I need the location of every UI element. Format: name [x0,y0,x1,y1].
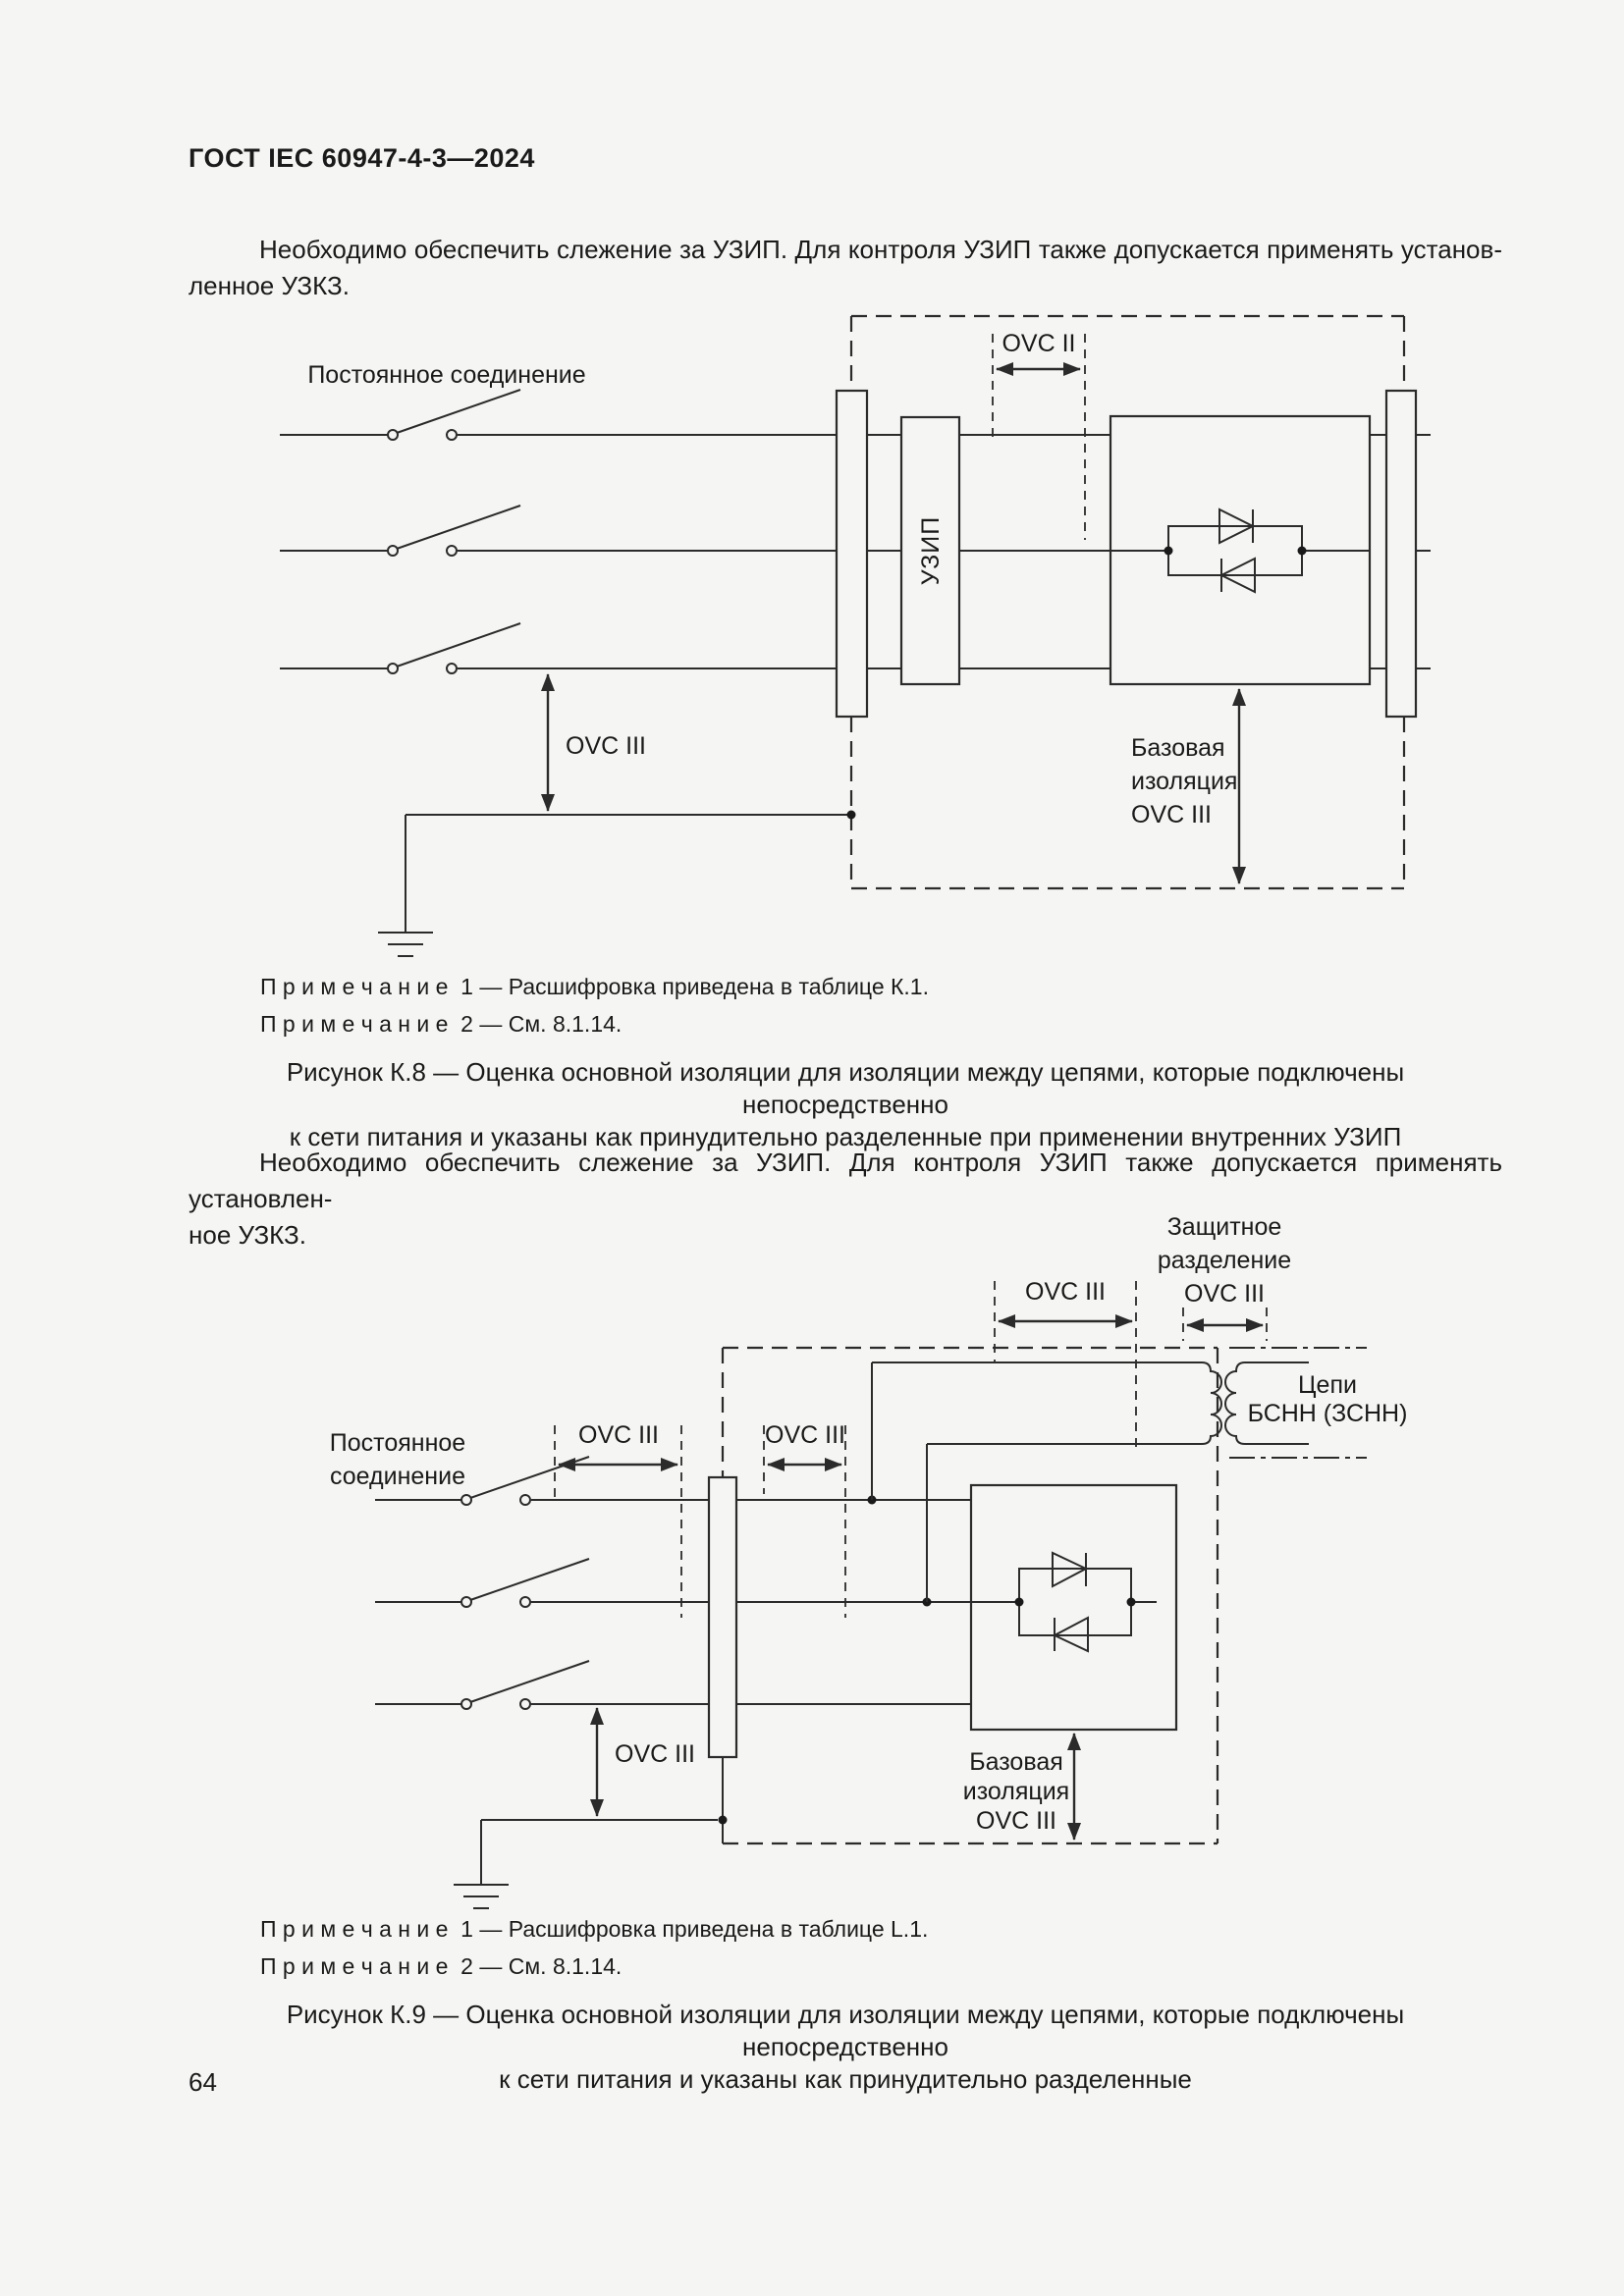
phase-line-1 [375,1456,971,1506]
basic-insulation-label: Базовая [969,1748,1063,1776]
terminal-block-right [1384,389,1418,719]
switch-contact-icon [460,1698,472,1710]
selv-label-line: Цепи [1298,1371,1357,1399]
selv-label-line: БСНН (ЗСНН) [1248,1400,1408,1427]
paragraph-line: Необходимо обеспечить слежение за УЗИП. … [259,235,1502,264]
basic-insulation-dimension: Базовая изоляция OVC III [1131,688,1246,884]
paragraph-line: ное УЗКЗ. [189,1220,306,1250]
switch-contact-icon [446,663,458,674]
equipment-enclosure-outline [849,314,1406,890]
switch-contact-icon [387,545,399,557]
uzip-box: УЗИП [899,415,961,686]
earth-ground-icon [378,932,433,957]
thyristor-pair-symbol [1164,507,1307,594]
phase-line-1 [280,389,1431,441]
figure-k8-note-2: П р и м е ч а н и е 2 — См. 8.1.14. [260,1011,623,1037]
switch-contact-icon [519,1698,531,1710]
phase-line-2 [375,1558,971,1608]
caption-line: Рисунок К.8 — Оценка основной изоляции д… [286,1057,1405,1119]
basic-insulation-label: OVC III [1131,801,1212,828]
caption-line: Рисунок К.9 — Оценка основной изоляции д… [286,2000,1405,2061]
permanent-connection-label: Постоянное соединение [330,1429,465,1490]
figure-k8-caption: Рисунок К.8 — Оценка основной изоляции д… [189,1056,1502,1153]
switch-contact-icon [460,1494,472,1506]
page-header: ГОСТ IEC 60947-4-3—2024 [189,143,535,173]
basic-insulation-label: изоляция [1131,768,1237,795]
ovc3-dimension: OVC III [541,673,646,812]
figure-k9-note-1: П р и м е ч а н и е 1 — Расшифровка прив… [260,1916,929,1942]
basic-insulation-label: Базовая [1131,734,1225,762]
phase-line-3 [375,1660,971,1710]
ovc3-label: OVC III [615,1740,695,1768]
paragraph-1: Необходимо обеспечить слежение за УЗИП. … [189,232,1502,304]
basic-insulation-label: изоляция [963,1778,1069,1805]
transformer-symbol [871,1347,1367,1602]
ovc3-label: OVC III [566,732,646,760]
figure-k9-caption: Рисунок К.9 — Оценка основной изоляции д… [189,1999,1502,2096]
permanent-connection-line: соединение [330,1463,465,1490]
paragraph-2: Необходимо обеспечить слежение за УЗИП. … [189,1145,1502,1254]
switch-contact-icon [460,1596,472,1608]
transformer-primary-winding-icon [1201,1362,1222,1445]
figure-k9-diagram: Цепи БСНН (ЗСНН) OVC III [330,1213,1408,1909]
caption-line: к сети питания и указаны как принудитель… [499,2064,1192,2094]
caption-line: к сети питания и указаны как принудитель… [289,1122,1402,1151]
phase-line-3 [280,622,1431,674]
uzip-label: УЗИП [917,516,945,585]
basic-insulation-label: OVC III [976,1807,1056,1835]
thyristor-block [1109,414,1372,686]
phase-lines [280,389,1431,674]
terminal-block-left [835,389,869,719]
ovc2-label: OVC II [1001,330,1075,357]
ovc3-label: OVC III [1025,1278,1106,1306]
phase-line-2 [280,505,1431,557]
ovc3-dimension-a: OVC III [554,1421,682,1618]
basic-insulation-dimension: Базовая изоляция OVC III [963,1733,1081,1841]
switch-contact-icon [446,545,458,557]
selv-circuits-label: Цепи БСНН (ЗСНН) [1248,1371,1408,1427]
protective-separation-label: Защитное [1167,1213,1282,1241]
paragraph-line: ленное УЗКЗ. [189,271,350,300]
ovc3-dimension-c: OVC III [994,1278,1137,1451]
thyristor-block [969,1483,1178,1732]
ovc3-dimension-b: OVC III [763,1421,846,1618]
earth-wire [378,810,856,957]
ovc3-dimension-bottom: OVC III [590,1707,695,1817]
switch-contact-icon [387,429,399,441]
protective-separation-dimension: Защитное разделение OVC III [1158,1213,1291,1341]
terminal-block [707,1475,738,1759]
permanent-connection-label: Постоянное соединение [307,361,585,389]
thyristor-pair-symbol [1014,1551,1136,1653]
permanent-connection-line: Постоянное [330,1429,465,1457]
phase-lines [375,1456,971,1710]
ovc2-dimension: OVC II [992,330,1086,540]
paragraph-line: Необходимо обеспечить слежение за УЗИП. … [189,1148,1502,1213]
protective-separation-label: OVC III [1184,1280,1265,1308]
ovc3-label: OVC III [578,1421,659,1449]
switch-contact-icon [387,663,399,674]
figure-k9-note-2: П р и м е ч а н и е 2 — См. 8.1.14. [260,1953,623,1979]
page-number: 64 [189,2067,217,2097]
earth-wire [454,1819,718,1909]
ovc3-label: OVC III [765,1421,845,1449]
figure-k8-diagram: УЗИП OVC II OV [280,314,1431,957]
switch-contact-icon [519,1494,531,1506]
protective-separation-label: разделение [1158,1247,1291,1274]
equipment-enclosure-outline [721,1346,1219,1845]
figure-k8-note-1: П р и м е ч а н и е 1 — Расшифровка прив… [260,974,929,999]
transformer-secondary-winding-icon [1224,1362,1246,1445]
earth-ground-icon [454,1884,509,1909]
switch-contact-icon [446,429,458,441]
switch-contact-icon [519,1596,531,1608]
